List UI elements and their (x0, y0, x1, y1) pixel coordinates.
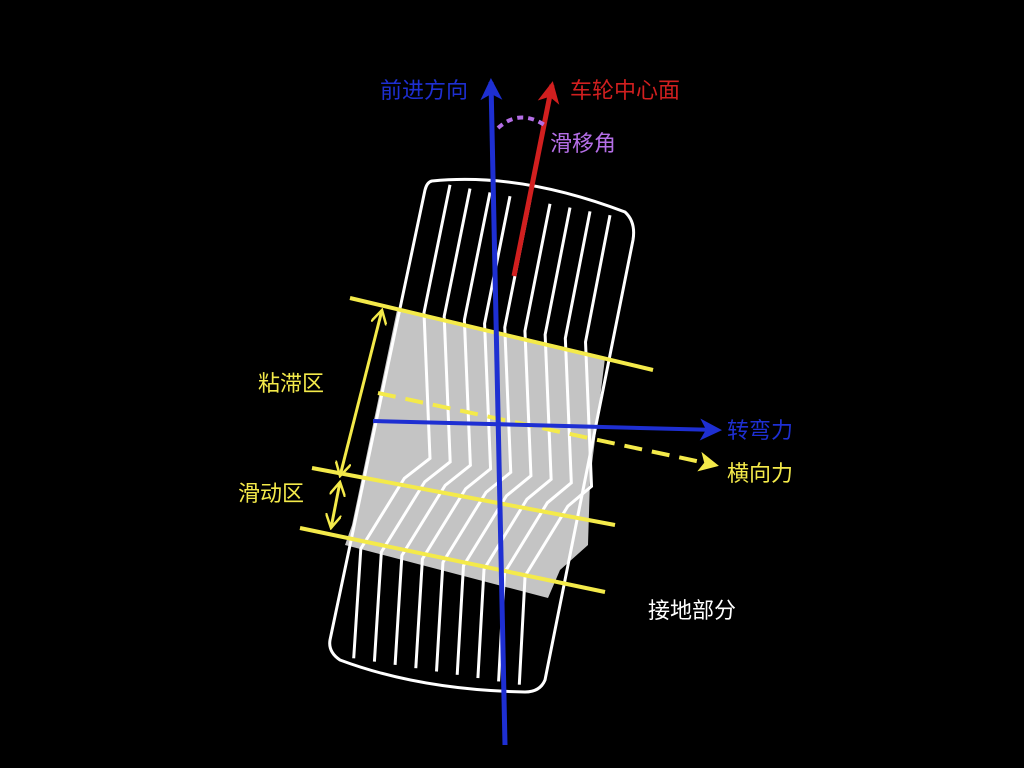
tread-rib (352, 184, 452, 659)
slip-angle-arc (496, 115, 548, 130)
contact-patch-label: 接地部分 (648, 599, 736, 624)
sliding-zone-dimension-arrow (331, 482, 340, 528)
wheel-center-plane-arrow (511, 81, 560, 277)
forward-direction-arrow (480, 78, 508, 746)
tread-rib (393, 192, 492, 665)
adhesion-zone-label: 粘滞区 (258, 372, 324, 397)
tire-tread-ribs (352, 184, 612, 685)
tread-rib (414, 195, 512, 669)
cornering-force-label: 转弯力 (727, 419, 793, 444)
tread-rib (517, 214, 612, 685)
tread-rib (476, 207, 572, 679)
lateral-force-label: 横向力 (727, 462, 793, 487)
tire-outline (328, 177, 636, 694)
contact-patch (345, 310, 605, 598)
lateral-force-arrow (377, 391, 719, 472)
sliding-zone-bottom-line (299, 526, 606, 594)
cornering-force-arrow (372, 418, 722, 441)
adhesion-zone-dimension-arrow (340, 310, 382, 476)
tread-rib (455, 203, 552, 675)
slip-angle-label: 滑移角 (550, 132, 616, 157)
tread-rib (372, 188, 472, 662)
forward-direction-label: 前进方向 (380, 79, 468, 104)
sliding-zone-label: 滑动区 (238, 482, 304, 507)
adhesion-zone-top-line (349, 296, 654, 372)
wheel-center-plane-label: 车轮中心面 (570, 79, 680, 104)
